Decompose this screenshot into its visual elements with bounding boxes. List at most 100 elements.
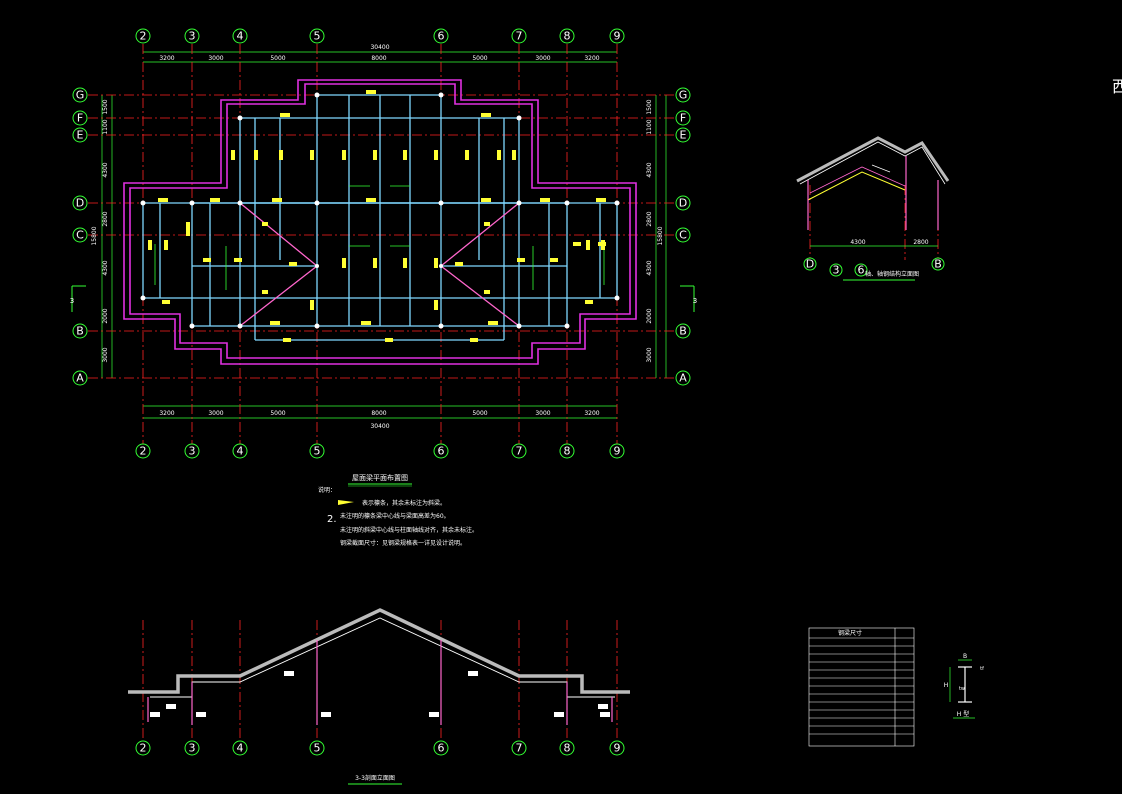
long-section: 2 3 4 5 6 7 8 9 3-3剖面立面图 [128,608,630,785]
plan-title: 屋面梁平面布置图 [352,473,408,482]
grid-row-right-B: B [679,325,687,338]
small-axis-6: 6 [858,264,865,277]
grid-col-bottom-8: 8 [564,445,571,458]
grid-row-left-D: D [76,197,84,210]
grid-col-bottom-7: 7 [516,445,523,458]
notes-block: 说明： 表示檩条，其余未标注为斜梁。 2. 未注明的檩条梁中心线与梁面高差为60… [318,486,478,547]
grid-col-bottom-3: 3 [189,445,196,458]
roof-beam-plan: 2 3 4 5 6 7 8 9 2 3 4 5 6 7 8 9 G F E D … [70,28,697,487]
grid-row-left-F: F [77,112,83,125]
long-axis-2: 2 [140,742,147,755]
dim-left-6: 2000 [102,308,109,323]
grid-row-right-G: G [679,89,688,102]
long-axis-8: 8 [564,742,571,755]
long-axis-9: 9 [614,742,621,755]
dim-right-1: 1500 [646,99,653,114]
detail-label-tf: tf [980,666,984,672]
grid-col-bottom-4: 4 [237,445,244,458]
dim-top-seg-1: 3200 [159,55,174,62]
dim-bottom-seg-1: 3200 [159,410,174,417]
dim-bottom-seg-2: 3000 [208,410,223,417]
small-dim-1: 4300 [850,239,865,246]
dim-bottom-seg-5: 5000 [472,410,487,417]
dim-bottom-seg-3: 5000 [270,410,285,417]
small-section-title: 轴、轴钢结构立面图 [865,270,919,278]
grid-row-right-C: C [679,229,687,242]
dim-bottom-seg-6: 3000 [535,410,550,417]
section-mark-left: 3 [70,297,74,305]
detail-label-tw: tw [959,686,965,692]
detail-title: H 型 [957,710,969,718]
dim-left-1: 1500 [102,99,109,114]
detail-label-B: B [963,653,967,660]
small-dim-2: 2800 [913,239,928,246]
dim-top-seg-6: 3000 [535,55,550,62]
grid-row-left-C: C [76,229,84,242]
small-axis-D: D [806,258,814,271]
dim-right-3: 4300 [646,162,653,177]
grid-col-top-5: 5 [314,30,321,43]
grid-row-right-A: A [679,372,687,385]
grid-col-top-2: 2 [140,30,147,43]
long-section-title: 3-3剖面立面图 [355,774,395,782]
side-label: 西 [1112,77,1122,96]
grid-row-left-A: A [76,372,84,385]
small-section: 4300 2800 D 3 6 B 轴、轴钢结构立面图 [796,136,950,281]
grid-row-left-E: E [77,129,84,142]
dim-bottom-seg-4: 8000 [371,410,386,417]
beam-size-table [808,627,915,747]
grid-col-top-3: 3 [189,30,196,43]
dim-top-total: 30400 [370,44,389,51]
grid-col-top-8: 8 [564,30,571,43]
notes-item1: 表示檩条，其余未标注为斜梁。 [362,499,446,507]
dim-top-seg-2: 3000 [208,55,223,62]
table-header: 钢梁尺寸 [838,629,862,637]
grid-row-right-E: E [680,129,687,142]
dim-top-seg-7: 3200 [584,55,599,62]
grid-col-top-4: 4 [237,30,244,43]
dim-left-4: 2800 [102,211,109,226]
dim-left-7: 3000 [102,347,109,362]
grid-row-left-G: G [76,89,85,102]
grid-row-right-F: F [680,112,686,125]
notes-item2-line3: 钢梁截面尺寸：见钢梁规格表一详见设计说明。 [340,539,466,547]
grid-col-bottom-6: 6 [438,445,445,458]
notes-item2-num: 2. [327,514,337,525]
small-axis-B: B [934,258,942,271]
grid-col-bottom-5: 5 [314,445,321,458]
notes-item2-line2: 未注明的斜梁中心线与柱面轴线对齐，其余未标注。 [340,526,478,534]
h-section-detail: B H tw tf H 型 [944,653,984,719]
grid-col-top-7: 7 [516,30,523,43]
grid-col-bottom-2: 2 [140,445,147,458]
small-axis-3: 3 [833,264,840,277]
dim-top-seg-4: 8000 [371,55,386,62]
grid-col-bottom-9: 9 [614,445,621,458]
dim-top-seg-3: 5000 [270,55,285,62]
grid-row-right-D: D [679,197,687,210]
notes-item2-line1: 未注明的檩条梁中心线与梁面高差为60。 [340,512,450,520]
dim-right-6: 2000 [646,308,653,323]
dim-right-5: 4300 [646,260,653,275]
long-axis-3: 3 [189,742,196,755]
dim-left-total: 15800 [91,226,98,245]
dim-top-seg-5: 5000 [472,55,487,62]
dim-right-total: 15800 [657,226,664,245]
long-axis-4: 4 [237,742,244,755]
dim-left-3: 4300 [102,162,109,177]
long-axis-5: 5 [314,742,321,755]
dim-right-2: 1100 [646,119,653,134]
grid-col-top-9: 9 [614,30,621,43]
dim-bottom-seg-7: 3200 [584,410,599,417]
grid-row-left-B: B [76,325,84,338]
dim-right-7: 3000 [646,347,653,362]
detail-label-H: H [944,682,949,689]
grid-col-top-6: 6 [438,30,445,43]
dim-bottom-total: 30400 [370,423,389,430]
dim-left-5: 4300 [102,260,109,275]
dim-right-4: 2800 [646,211,653,226]
section-mark-right: 3 [693,297,697,305]
dim-left-2: 1100 [102,119,109,134]
notes-heading: 说明： [318,486,336,494]
long-axis-6: 6 [438,742,445,755]
